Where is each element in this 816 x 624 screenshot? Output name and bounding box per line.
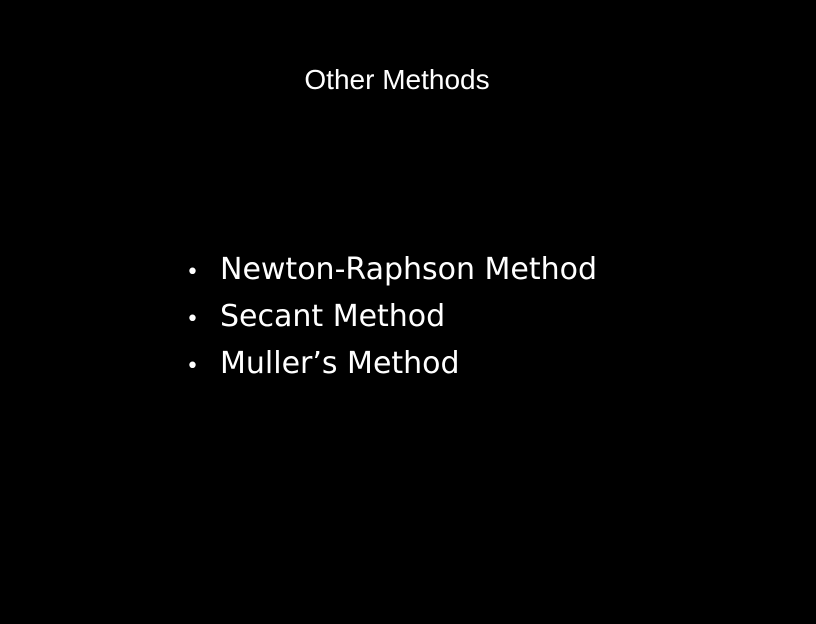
slide-title: Other Methods [304,64,490,95]
bullet-label: Muller’s Method [220,346,460,381]
bullet-item-newton-raphson: • Newton-Raphson Method [186,248,597,295]
bullet-item-secant: • Secant Method [186,295,597,342]
bullet-label: Secant Method [220,299,446,334]
bullet-icon: • [186,354,199,379]
bullet-item-muller: • Muller’s Method [186,342,597,389]
bullet-label: Newton-Raphson Method [220,252,598,287]
bullet-list: • Newton-Raphson Method • Secant Method … [186,248,597,389]
bullet-icon: • [186,260,199,285]
bullet-icon: • [186,307,199,332]
